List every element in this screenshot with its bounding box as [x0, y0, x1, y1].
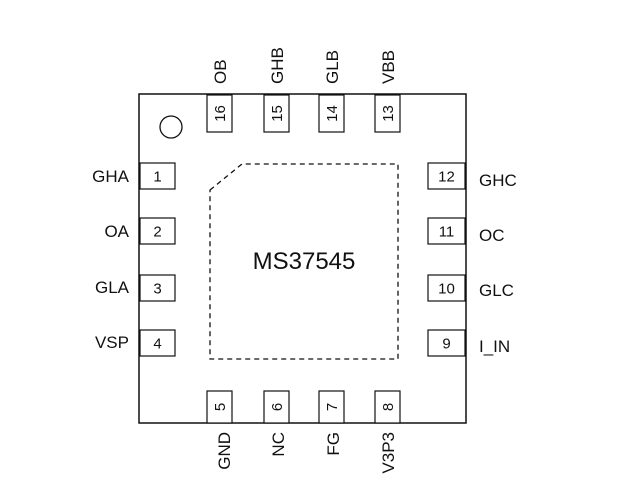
pin-8-number: 8	[380, 403, 397, 411]
pin-12-name: GHC	[479, 171, 517, 190]
pin-5-number: 5	[212, 403, 229, 411]
pin-5: 5 GND	[206, 390, 234, 470]
pin-11: 11 OC	[427, 217, 505, 245]
pin-2-name: OA	[104, 222, 129, 241]
pin-7: 7 FG	[318, 390, 345, 456]
pin-12-number: 12	[438, 169, 455, 186]
pin-7-number: 7	[324, 403, 341, 411]
pin-10: 10 GLC	[427, 274, 514, 302]
pin-16-number: 16	[212, 105, 229, 122]
pin-3-number: 3	[153, 281, 161, 298]
pin-3: 3 GLA	[95, 274, 176, 302]
pin-16-name: OB	[211, 59, 230, 84]
pin-1: 1 GHA	[92, 162, 176, 190]
pin-14-number: 14	[324, 105, 341, 122]
pin-13-name: VBB	[379, 50, 398, 84]
pin-4: 4 VSP	[95, 329, 176, 357]
pin-5-name: GND	[215, 432, 234, 470]
pin-9: 9 I_IN	[427, 329, 510, 357]
pin-10-number: 10	[438, 281, 455, 298]
package-outline	[138, 93, 467, 424]
pin-11-number: 11	[439, 224, 455, 241]
pin-6-number: 6	[269, 403, 286, 411]
pin-14: 14 GLB	[318, 50, 345, 133]
pin-15: 15 GHB	[263, 47, 290, 133]
pin-3-name: GLA	[95, 278, 130, 297]
pin-6: 6 NC	[263, 390, 290, 457]
pin-8: 8 V3P3	[374, 390, 401, 474]
pin-11-name: OC	[479, 226, 505, 245]
pin-4-number: 4	[153, 336, 161, 353]
pin-8-name: V3P3	[379, 432, 398, 474]
pin-6-name: NC	[269, 432, 288, 457]
pin-14-name: GLB	[323, 50, 342, 84]
pin-15-name: GHB	[268, 47, 287, 84]
pin-9-name: I_IN	[479, 337, 510, 356]
part-number: MS37545	[253, 248, 356, 275]
pin1-marker	[159, 115, 183, 139]
pin-7-name: FG	[324, 432, 343, 456]
pin-10-name: GLC	[479, 281, 514, 300]
pin-1-name: GHA	[92, 167, 130, 186]
pin-4-name: VSP	[95, 333, 129, 352]
pin-13-number: 13	[380, 105, 397, 122]
pin-2-number: 2	[153, 224, 161, 241]
pin-2: 2 OA	[104, 217, 176, 245]
pin-15-number: 15	[269, 105, 286, 122]
pin-12: 12 GHC	[427, 162, 517, 190]
pin-13: 13 VBB	[374, 50, 401, 133]
pin-9-number: 9	[442, 336, 450, 353]
pin-16: 16 OB	[206, 59, 233, 133]
pin-1-number: 1	[153, 169, 161, 186]
